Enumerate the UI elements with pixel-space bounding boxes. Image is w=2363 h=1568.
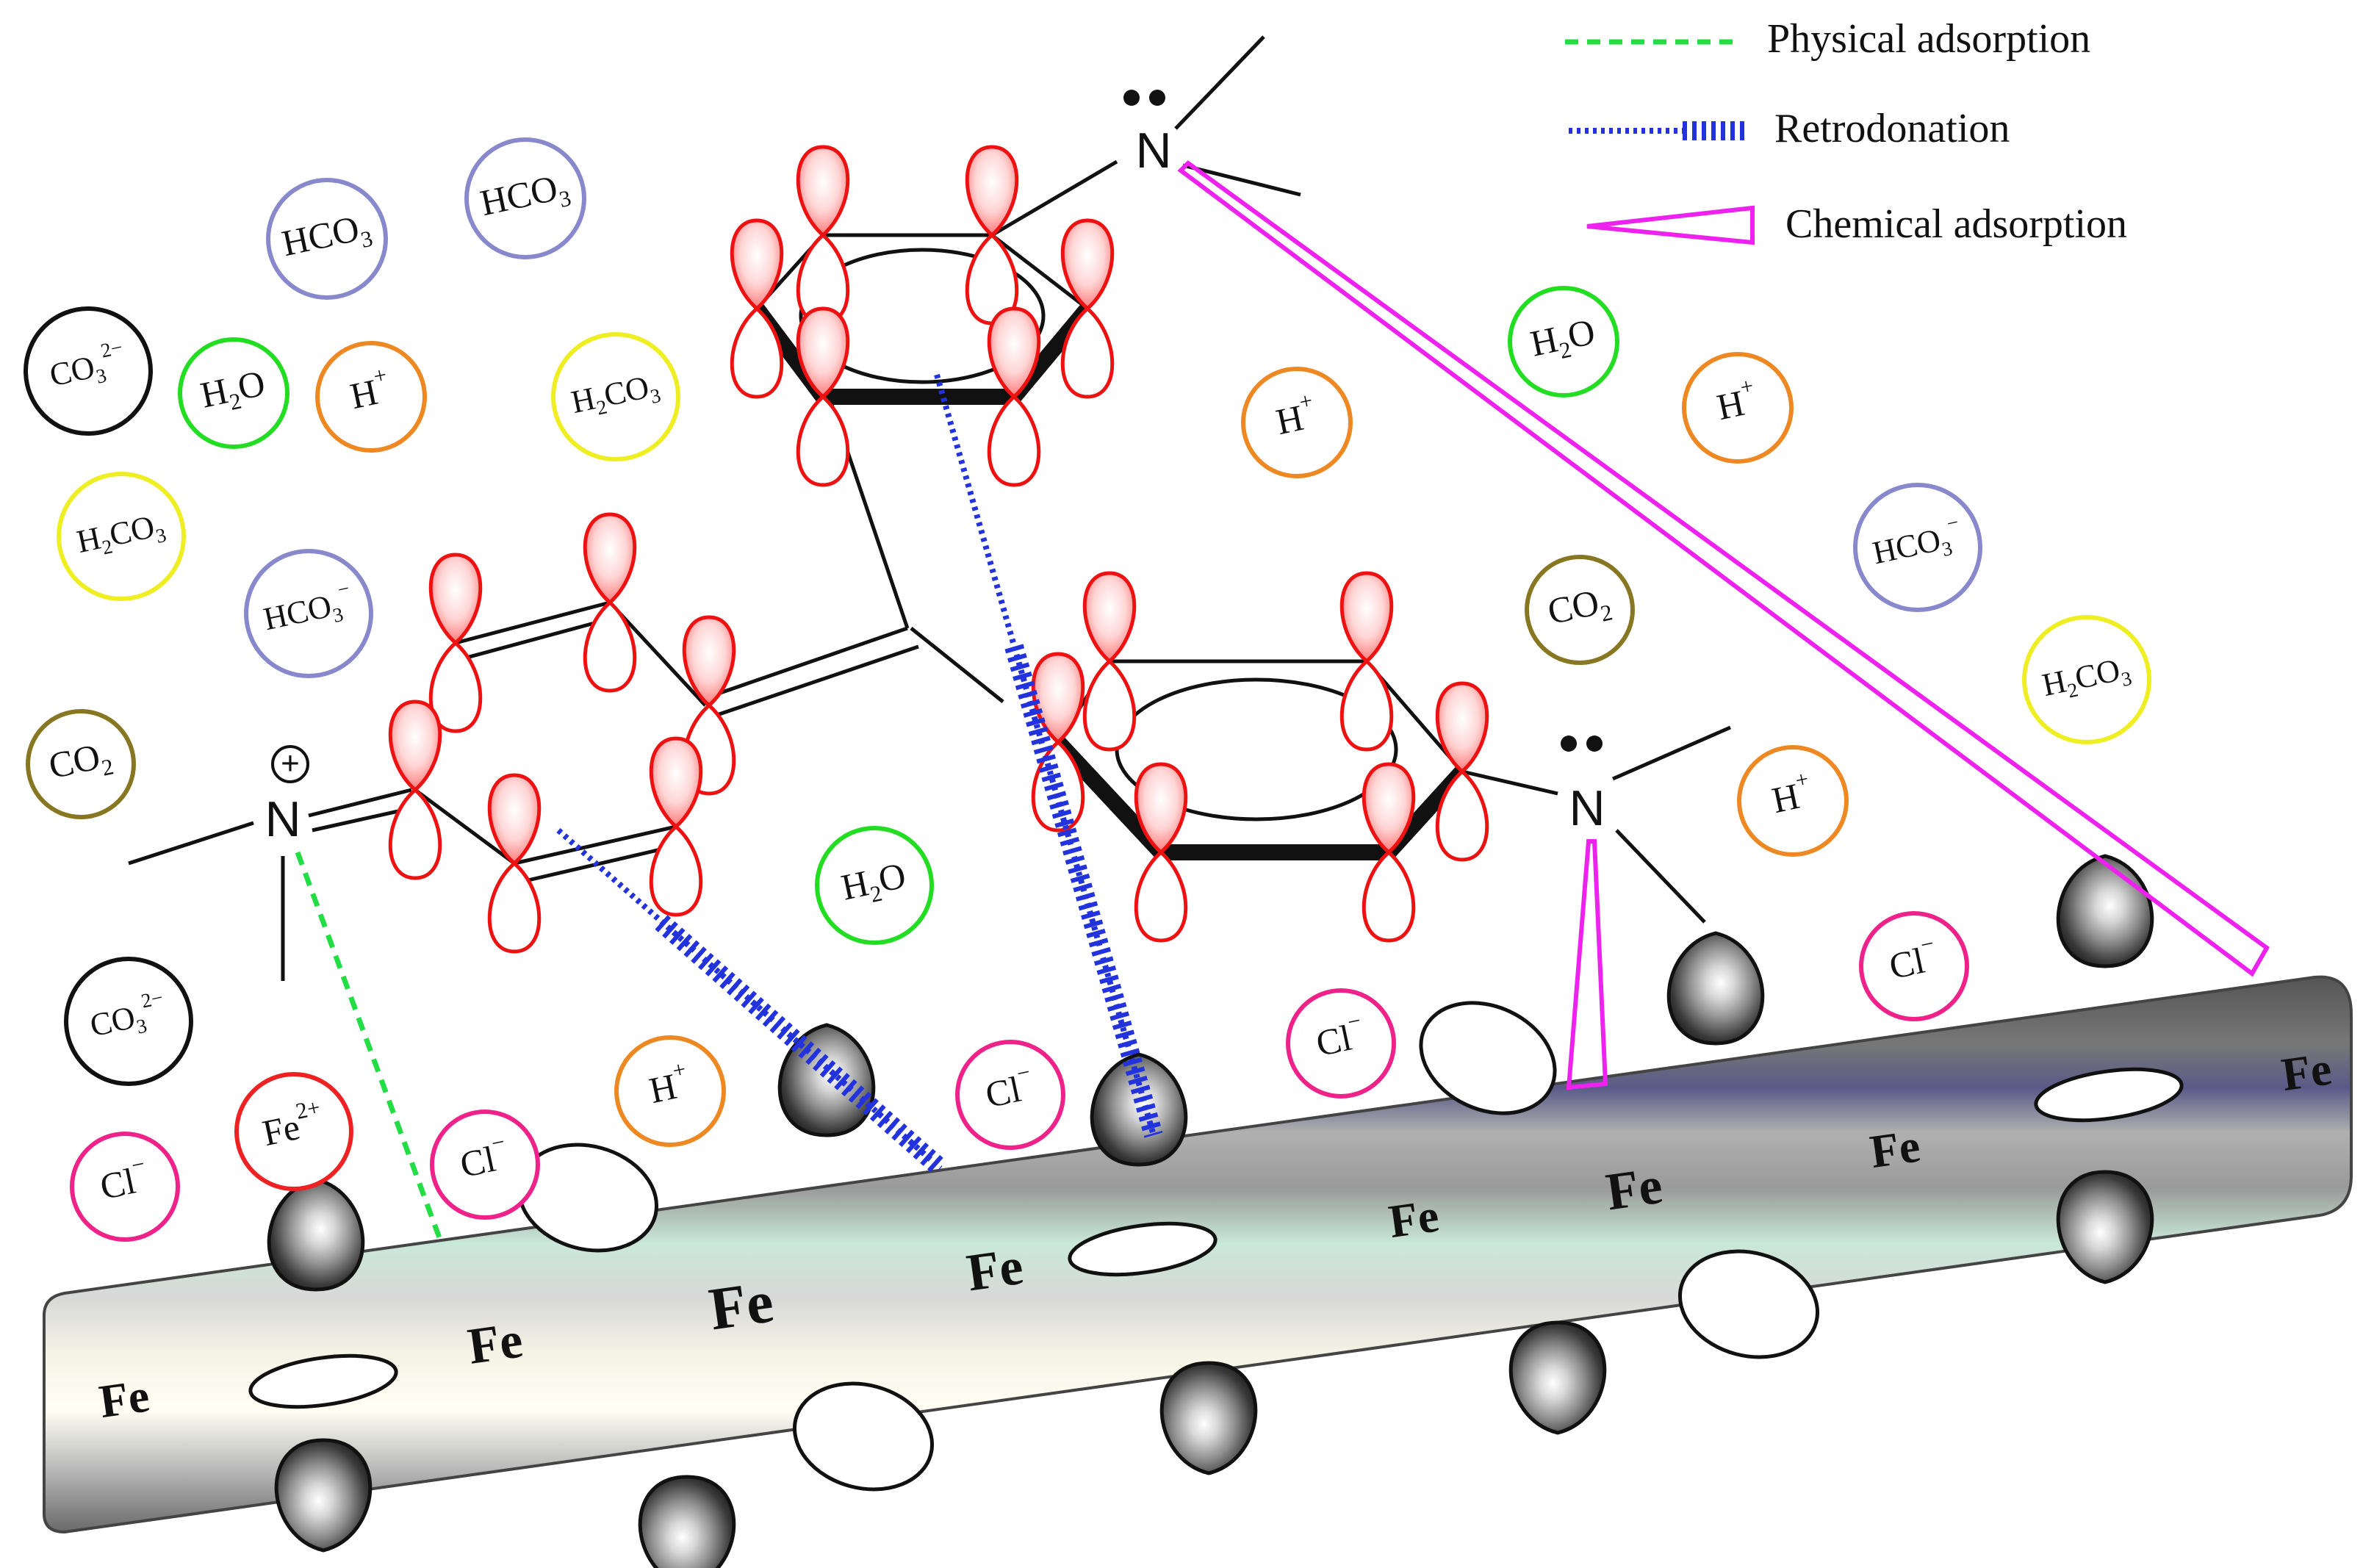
species-hplus-3: H+ [1682,352,1794,464]
retrodonation-line-2b [1004,644,1163,1138]
p-orbital [583,512,637,693]
fe-d-orbital-lobe [1666,931,1765,1046]
fe-d-orbital-lobe [1159,1361,1258,1475]
p-orbital [388,700,442,880]
adsorption-interactions [295,160,2270,1243]
species-cl-1: Cl− [70,1132,180,1242]
p-orbital [1134,762,1188,943]
p-orbital [1435,681,1489,862]
fe-orbital-ring [248,1353,398,1409]
species-hco3m-1: HCO3− [244,549,373,678]
species-formula: Cl− [455,1129,511,1186]
legend-retrodonation: Retrodonation [1569,106,2010,151]
pi-p-orbitals [388,145,1489,954]
p-orbital [1339,571,1394,752]
species-h2o-3: H2O [815,826,934,945]
fe-atom-label: Fe [1867,1119,1924,1178]
species-hplus-2: H+ [1241,367,1353,478]
svg-text:Chemical adsorption: Chemical adsorption [1785,201,2127,247]
iron-d-orbitals [248,854,2184,1568]
species-hplus-4: H+ [1737,745,1849,857]
fe-orbital-white-lobe [792,1381,935,1492]
species-hplus-5: H+ [614,1035,726,1147]
legend-physical: Physical adsorption [1565,16,2090,62]
fe-atom-label: Fe [2279,1042,2335,1101]
nitrogen-top: N [1135,123,1171,179]
svg-text:+: + [281,746,300,782]
species-co3-1: CO32− [24,306,153,436]
p-orbital [796,145,850,326]
species-co2-2: CO2 [1525,555,1635,665]
fe-atom-label: Fe [1603,1156,1666,1222]
svg-text:Physical adsorption: Physical adsorption [1767,16,2090,62]
fe-d-orbital-lobe [2056,1170,2154,1284]
fe-atom-label: Fe [96,1369,153,1428]
p-orbital [1082,571,1137,752]
p-orbital [487,773,542,954]
p-orbital [1060,218,1115,399]
legend-chemical: Chemical adsorption [1586,201,2127,247]
fe-orbital-white-lobe [1677,1249,1820,1359]
species-formula: Cl− [95,1151,151,1208]
chemical-adsorption-wedge-1 [1177,160,2270,977]
p-orbital [649,736,703,917]
fe-atom-label: Fe [464,1312,526,1375]
fe-d-orbital-lobe [2056,854,2154,968]
fe-orbital-white-lobe [1419,1001,1557,1115]
p-orbital [987,306,1041,487]
chemical-adsorption-wedge-2 [1566,839,1608,1090]
fe-d-orbital-lobe [1508,1320,1607,1435]
p-orbital [965,145,1019,326]
species-formula: Cl− [1884,930,1941,988]
species-h2co3-2: H2CO3 [57,472,186,601]
p-orbital [428,553,483,733]
species-cl-3: Cl− [955,1040,1065,1150]
species-h2co3-1: H2CO3 [551,332,680,461]
species-co2-1: CO2 [26,709,136,819]
nitrogen-right: N [1569,780,1605,836]
species-co3-2: CO32− [64,957,193,1086]
p-orbital [1362,762,1416,943]
species-hco3m-2: HCO3− [1853,483,1982,612]
species-hco3-2: HCO3 [464,137,586,259]
fe-d-orbital-lobe [274,1438,373,1553]
species-formula: Cl− [1311,1007,1367,1065]
retrodonation-line-2 [934,373,1157,1137]
p-orbital [730,218,784,399]
legend: Physical adsorption Retrodonation Chemic… [1565,16,2127,247]
species-fe2-1: Fe2+ [234,1072,353,1191]
fe-d-orbital-lobe [638,1475,736,1568]
molecule-labels: N N N + [265,90,1605,847]
fe-atom-label: Fe [1386,1189,1442,1248]
fe-orbital-ring [2034,1067,2184,1123]
svg-text:Retrodonation: Retrodonation [1774,106,2010,151]
species-h2o-1: H2O [178,337,289,449]
inhibitor-molecule [128,35,1732,981]
species-cl-4: Cl− [1286,988,1396,1098]
cation-charge: + [271,745,309,783]
fe-d-orbital-lobe [267,1177,365,1292]
fe-atom-label: Fe [705,1267,777,1342]
species-formula: Fe2+ [257,1094,327,1154]
species-h2co3-3: H2CO3 [2022,615,2151,744]
species-hplus-1: H+ [315,341,427,453]
fe-atom-label: Fe [963,1237,1026,1303]
species-hco3-1: HCO3 [266,178,388,300]
fe-orbital-ring [1068,1221,1218,1277]
species-h2o-2: H2O [1508,286,1619,398]
physical-adsorption-line [295,851,444,1243]
p-orbital [796,306,850,487]
species-cl-5: Cl− [1859,911,1969,1021]
species-cl-2: Cl− [430,1110,540,1220]
nitrogen-left: N [265,791,301,847]
